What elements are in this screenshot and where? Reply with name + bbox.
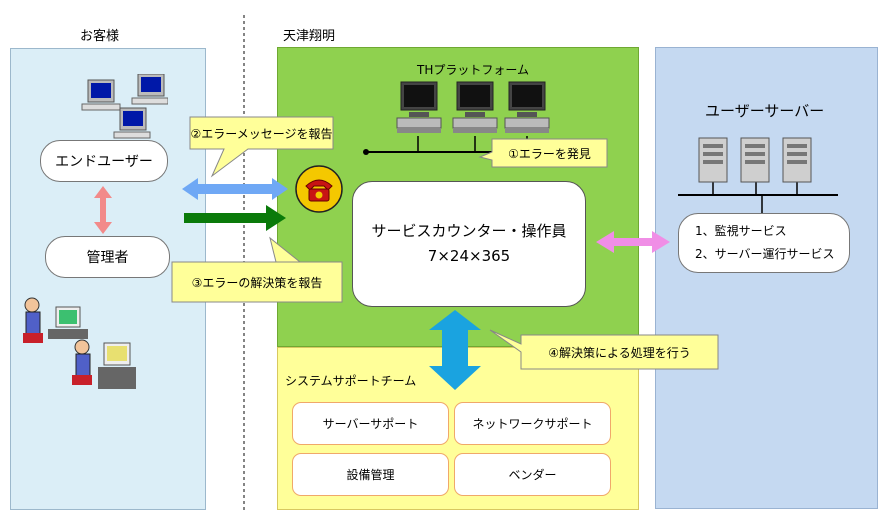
support-vendor: ベンダー — [454, 453, 611, 496]
callout-c3-bubble — [171, 236, 343, 303]
server-racks-icon — [697, 136, 817, 184]
phone-icon — [294, 164, 344, 214]
callout-c4-text: ④解決策による処理を行う — [548, 345, 691, 360]
platform-title: THプラットフォーム — [417, 63, 529, 77]
admin-box: 管理者 — [45, 236, 170, 278]
company-header: 天津翔明 — [283, 29, 336, 44]
platform-bus-end-left — [363, 149, 369, 155]
callout-c1-text: ①エラーを発見 — [508, 146, 591, 161]
callout-c3-text: ③エラーの解決策を報告 — [191, 275, 323, 290]
support-network: ネットワークサポート — [454, 402, 611, 445]
platform-computers-icon — [395, 80, 555, 138]
counter-title: サービスカウンター・操作員 — [371, 221, 567, 240]
support-server: サーバーサポート — [292, 402, 449, 445]
arrow-green-solution — [184, 205, 286, 231]
customer-computers-icon — [78, 74, 168, 144]
user-server-title: ユーザーサーバー — [705, 102, 825, 120]
end-user-box: エンドユーザー — [40, 140, 168, 182]
arrow-counter-support — [429, 310, 481, 390]
arrow-enduser-admin — [94, 186, 112, 234]
arrow-counter-server — [596, 231, 670, 253]
server-services-box: 1、監視サービス 2、サーバー運行サービス — [678, 213, 850, 273]
service-monitoring: 1、監視サービス — [695, 224, 787, 239]
customer-header: お客様 — [80, 29, 120, 44]
support-title: システムサポートチーム — [285, 374, 417, 388]
callout-c2-text: ②エラーメッセージを報告 — [190, 126, 333, 141]
callout-c1-bubble — [478, 138, 608, 168]
callout-c2-bubble — [189, 116, 334, 178]
counter-hours: 7×24×365 — [427, 247, 511, 265]
service-counter-box: サービスカウンター・操作員 7×24×365 — [352, 181, 586, 307]
support-equipment: 設備管理 — [292, 453, 449, 496]
arrow-blue-report — [182, 178, 288, 200]
server-panel — [655, 47, 878, 509]
service-operation: 2、サーバー運行サービス — [695, 247, 835, 261]
callout-c4-bubble — [489, 329, 719, 370]
operators-icon — [18, 295, 138, 395]
